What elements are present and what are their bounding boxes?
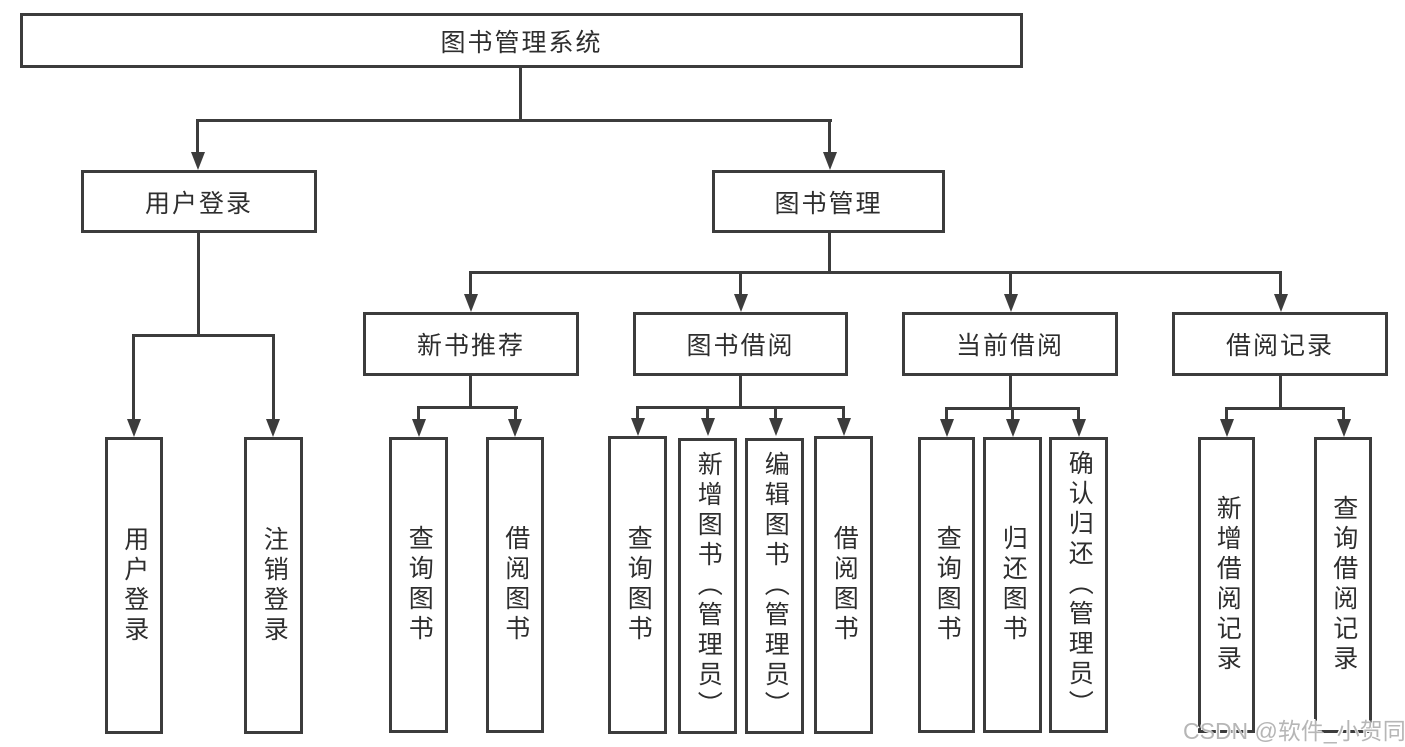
leaf-cb-confirm-return: 确认归还（管理员） (1049, 437, 1108, 733)
arrowhead-cb-confirm (1072, 419, 1086, 437)
node-book-mgmt: 图书管理 (712, 170, 945, 233)
arrowhead-bb-edit (769, 418, 783, 436)
connector-drop-book-mgmt (828, 119, 831, 153)
connector-new-book-rail (417, 406, 518, 409)
leaf-cb-return-books: 归还图书 (983, 437, 1042, 733)
arrowhead-bb-add (701, 418, 715, 436)
leaf-nbr-borrow-books-label: 借阅图书 (501, 525, 530, 645)
leaf-br-add-record: 新增借阅记录 (1198, 437, 1255, 733)
connector-drop-br-add (1225, 407, 1228, 421)
connector-drop-user-login (196, 119, 199, 153)
node-book-borrow-label: 图书借阅 (686, 332, 795, 360)
node-root: 图书管理系统 (20, 13, 1023, 68)
leaf-br-query-record: 查询借阅记录 (1314, 437, 1372, 733)
connector-drop-current-borrow (1009, 271, 1012, 296)
node-borrow-records: 借阅记录 (1172, 312, 1388, 376)
node-root-label: 图书管理系统 (440, 28, 603, 57)
connector-user-login-stem (197, 233, 200, 337)
leaf-br-add-record-label: 新增借阅记录 (1213, 495, 1242, 675)
leaf-nbr-borrow-books: 借阅图书 (486, 437, 544, 733)
node-new-book-rec: 新书推荐 (363, 312, 579, 376)
node-book-mgmt-label: 图书管理 (774, 189, 883, 218)
leaf-cb-query-books: 查询图书 (918, 437, 975, 733)
connector-book-borrow-stem (739, 376, 742, 409)
connector-drop-cb-query (945, 407, 948, 421)
leaf-user-login: 用户登录 (105, 437, 163, 734)
arrowhead-user-login (191, 152, 205, 170)
leaf-bb-edit-books: 编辑图书（管理员） (745, 438, 804, 734)
arrowhead-book-mgmt (823, 152, 837, 170)
connector-book-borrow-rail (636, 406, 845, 409)
leaf-nbr-query-books-label: 查询图书 (405, 525, 434, 645)
connector-drop-br-query (1342, 407, 1345, 421)
arrowhead-book-borrow (734, 294, 748, 312)
connector-drop-bb-borrow (842, 406, 845, 420)
leaf-bb-edit-books-label: 编辑图书（管理员） (761, 451, 790, 721)
leaf-bb-add-books: 新增图书（管理员） (678, 438, 737, 734)
connector-current-borrow-stem (1009, 376, 1012, 410)
connector-drop-login-leaf (132, 334, 135, 421)
leaf-logout-label: 注销登录 (260, 525, 289, 646)
leaf-bb-borrow-books: 借阅图书 (814, 436, 873, 734)
leaf-user-login-label: 用户登录 (120, 525, 149, 646)
leaf-bb-add-books-label: 新增图书（管理员） (694, 451, 723, 721)
arrowhead-login-leaf (127, 419, 141, 437)
connector-borrow-records-stem (1279, 376, 1282, 409)
leaf-br-query-record-label: 查询借阅记录 (1329, 495, 1358, 675)
connector-drop-nbr-borrow (514, 406, 517, 421)
arrowhead-bb-borrow (837, 418, 851, 436)
arrowhead-logout-leaf (266, 419, 280, 437)
connector-drop-nbr-query (417, 406, 420, 421)
node-book-borrow: 图书借阅 (633, 312, 848, 376)
connector-drop-new-book (469, 271, 472, 296)
node-borrow-records-label: 借阅记录 (1225, 332, 1334, 360)
connector-drop-logout-leaf (272, 334, 275, 421)
leaf-bb-query-books-label: 查询图书 (624, 525, 653, 645)
leaf-nbr-query-books: 查询图书 (389, 437, 448, 733)
connector-drop-bb-edit (774, 406, 777, 420)
connector-book-mgmt-rail (469, 271, 1282, 274)
leaf-cb-query-books-label: 查询图书 (933, 525, 962, 645)
connector-new-book-stem (469, 376, 472, 409)
leaf-cb-return-books-label: 归还图书 (999, 525, 1028, 645)
connector-root-stem (519, 68, 522, 122)
connector-drop-bb-add (706, 406, 709, 420)
csdn-watermark: CSDN @软件_小贺同学 (1183, 718, 1405, 744)
leaf-cb-confirm-return-label: 确认归还（管理员） (1065, 450, 1094, 720)
node-current-borrow: 当前借阅 (902, 312, 1118, 376)
connector-drop-cb-confirm (1077, 407, 1080, 421)
leaf-bb-borrow-books-label: 借阅图书 (830, 525, 859, 645)
connector-book-mgmt-stem (828, 233, 831, 274)
node-current-borrow-label: 当前借阅 (955, 332, 1064, 360)
arrowhead-borrow-records (1274, 294, 1288, 312)
arrowhead-cb-return (1006, 419, 1020, 437)
arrowhead-current-borrow (1004, 294, 1018, 312)
arrowhead-br-add (1220, 419, 1234, 437)
connector-root-rail (196, 119, 832, 122)
node-new-book-rec-label: 新书推荐 (416, 332, 525, 360)
connector-drop-borrow-records (1279, 271, 1282, 296)
node-user-login-label: 用户登录 (144, 189, 253, 218)
connector-drop-cb-return (1011, 407, 1014, 421)
arrowhead-cb-query (940, 419, 954, 437)
arrowhead-new-book (464, 294, 478, 312)
connector-borrow-records-rail (1225, 407, 1345, 410)
connector-user-login-rail (133, 334, 275, 337)
node-user-login: 用户登录 (81, 170, 317, 233)
arrowhead-nbr-borrow (508, 419, 522, 437)
arrowhead-nbr-query (412, 419, 426, 437)
leaf-bb-query-books: 查询图书 (608, 436, 667, 734)
leaf-logout: 注销登录 (244, 437, 303, 734)
connector-drop-bb-query (636, 406, 639, 420)
arrowhead-br-query (1337, 419, 1351, 437)
arrowhead-bb-query (631, 418, 645, 436)
connector-drop-book-borrow (739, 271, 742, 296)
